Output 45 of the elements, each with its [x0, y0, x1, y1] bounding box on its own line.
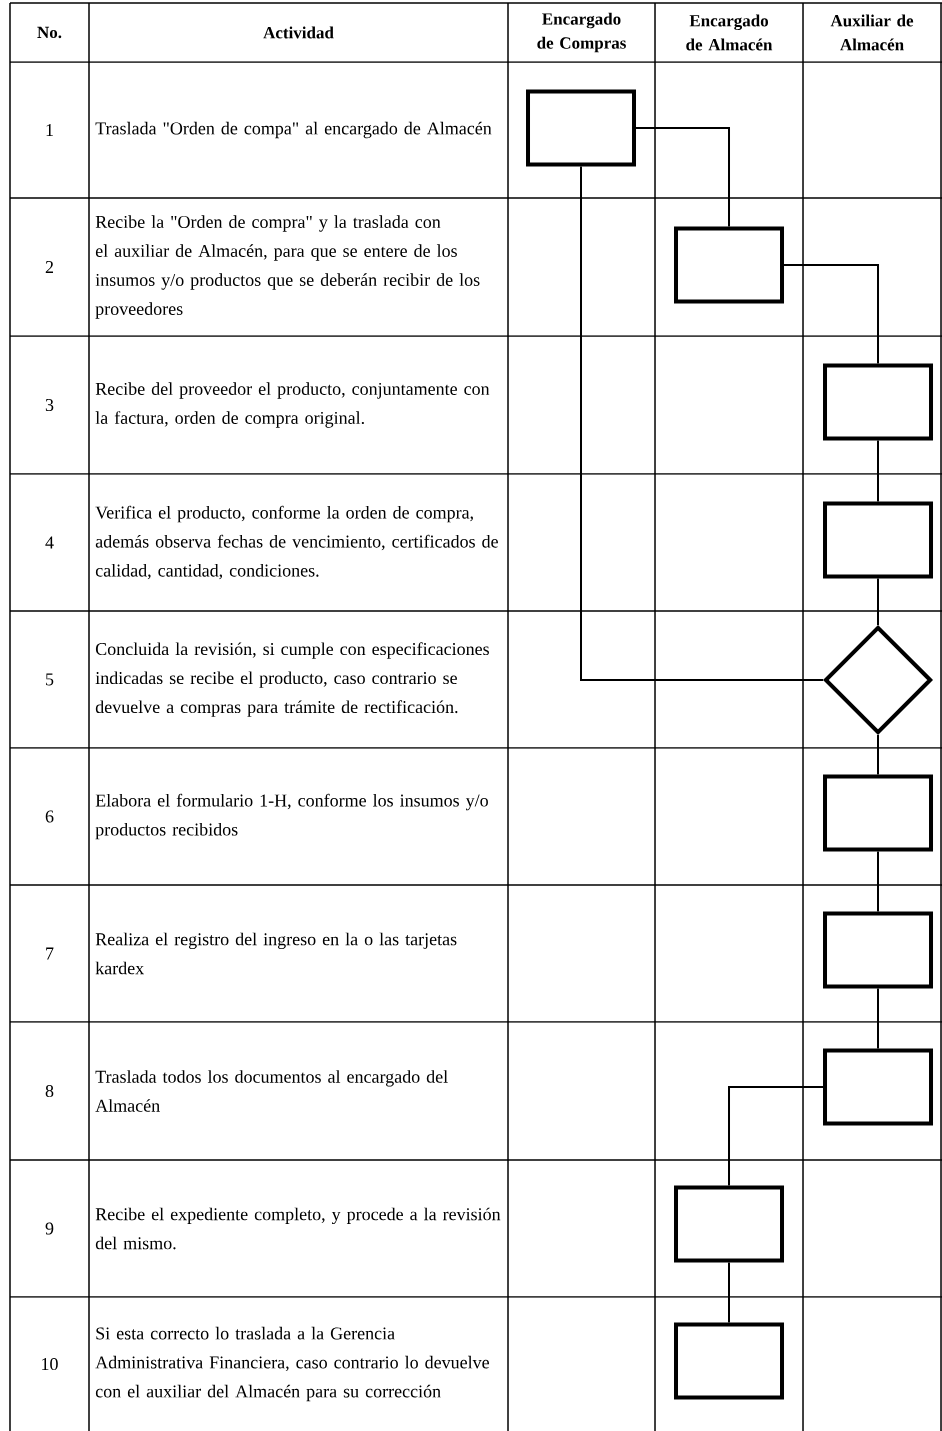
decision-diamond: [823, 625, 933, 735]
activity-text: Verifica el producto, conforme la orden de compra, además observa fechas de vencimiento, certificados de calidad, cantidad, condiciones.: [95, 505, 498, 580]
column-header: Actividad: [263, 26, 334, 39]
process-box: [674, 1322, 784, 1400]
activity-text: Recibe la "Orden de compra" y la traslada con el auxiliar de Almacén, para que se entere de los insumos y/o productos que se deberán recibir de los proveedores: [95, 215, 480, 319]
activity-text: Recibe del proveedor el producto, conjuntamente con la factura, orden de compra original.: [95, 382, 490, 428]
connector-line: [877, 439, 879, 503]
connector-line: [728, 1261, 730, 1324]
process-box: [823, 774, 933, 852]
connector-line: [728, 1086, 824, 1187]
connector-line: [580, 165, 824, 681]
activity-text: Recibe el expediente completo, y procede a la revisión del mismo.: [95, 1207, 501, 1250]
row-number: 3: [45, 398, 54, 412]
connector-line: [635, 127, 730, 228]
activity-text: Concluida la revisión, si cumple con especificaciones indicadas se recibe el producto, caso contrario se devuelve a compras para trámite de rectificación.: [95, 642, 489, 717]
process-box: [674, 1185, 784, 1263]
row-number: 5: [46, 673, 54, 686]
activity-text: Elabora el formulario 1-H, conforme los insumos y/o productos recibidos: [95, 793, 488, 840]
row-number: 7: [46, 947, 54, 960]
process-box: [823, 501, 933, 579]
process-box: [823, 363, 933, 441]
column-header: Encargado de Compras: [537, 12, 626, 53]
row-number: 8: [45, 1084, 54, 1098]
process-box: [823, 911, 933, 989]
activity-text: Realiza el registro del ingreso en la o las tarjetas kardex: [95, 932, 457, 975]
connector-line: [877, 577, 879, 626]
process-box: [674, 226, 784, 304]
row-number: 1: [46, 124, 53, 136]
activity-text: Traslada "Orden de compa" al encargado de Almacén: [95, 121, 492, 139]
row-number: 2: [45, 261, 53, 273]
row-number: 4: [45, 536, 54, 549]
process-box: [823, 1048, 933, 1126]
connector-line: [877, 850, 879, 913]
connector-line: [783, 264, 879, 365]
column-header: Encargado de Almacén: [686, 14, 773, 51]
row-number: 6: [45, 810, 54, 823]
activity-text: Si esta correcto lo traslada a la Gerencia Administrativa Financiera, caso contrario lo devuelve con el auxiliar del Almacén para su corrección: [95, 1326, 489, 1402]
row-number: 10: [42, 1357, 58, 1371]
column-header: Auxiliar de Almacén: [830, 14, 914, 51]
connector-line: [877, 987, 879, 1050]
row-number: 9: [45, 1222, 54, 1235]
process-box: [526, 89, 636, 167]
column-header: No.: [37, 26, 62, 39]
activity-text: Traslada todos los documentos al encargado del Almacén: [95, 1070, 448, 1112]
connector-line: [877, 734, 879, 776]
